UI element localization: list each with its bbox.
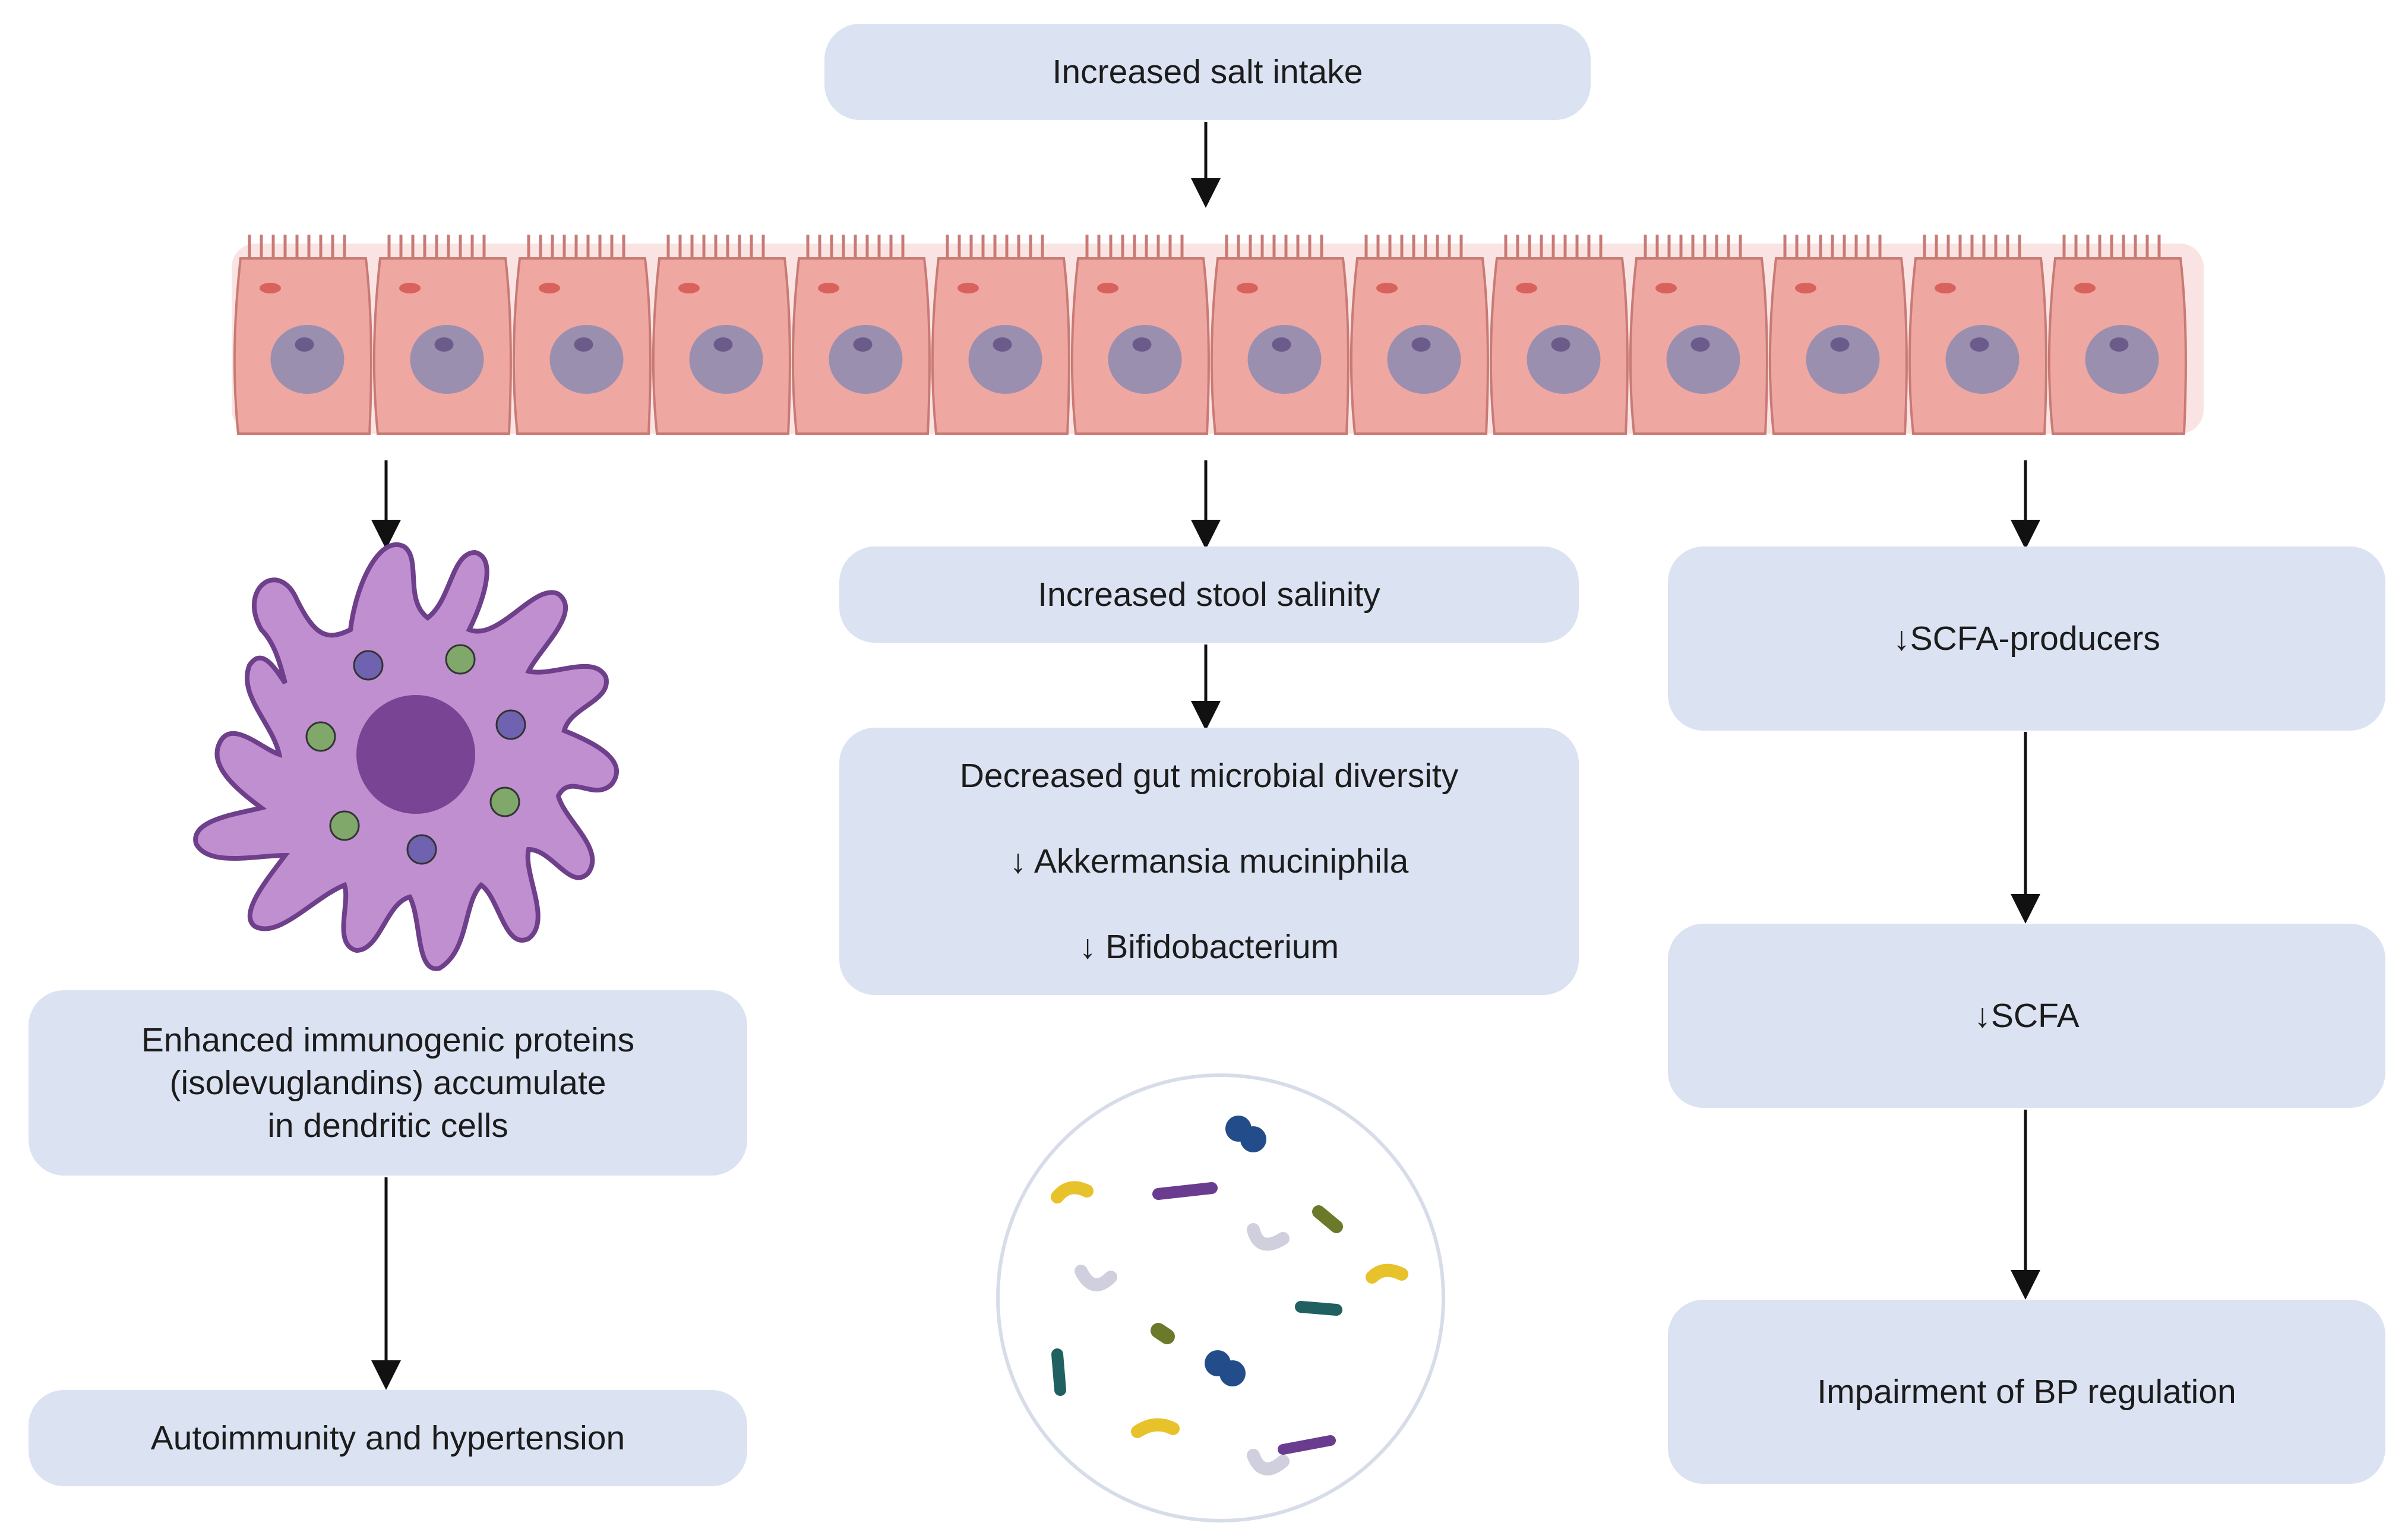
bacteria-rods (1051, 1182, 1343, 1455)
akkermansia-label: ↓ Akkermansia muciniphila (1009, 842, 1409, 880)
epithelium-cell-layer (232, 235, 2204, 435)
epithelial-cell (512, 235, 652, 435)
epithelial-cell (1489, 235, 1629, 435)
box-bp-regulation: Impairment of BP regulation (1668, 1300, 2385, 1484)
bp-regulation-label: Impairment of BP regulation (1817, 1373, 2236, 1411)
box-scfa-producers: ↓SCFA-producers (1668, 546, 2385, 731)
epithelial-cell (1070, 235, 1210, 435)
immunogenic-line-1: Enhanced immunogenic proteins (141, 1021, 635, 1059)
dendritic-nucleus (356, 695, 475, 814)
epithelial-cell (931, 235, 1070, 435)
box-scfa: ↓SCFA (1668, 924, 2385, 1108)
dendritic-cell-icon (193, 542, 619, 971)
scfa-producers-label: ↓SCFA-producers (1893, 620, 2160, 658)
box-immunogenic-proteins: Enhanced immunogenic proteins (isolevugl… (29, 990, 747, 1176)
box-increased-stool-salinity: Increased stool salinity (839, 546, 1579, 643)
bacteria-cocci (1205, 1116, 1266, 1386)
microbial-diversity-label: Decreased gut microbial diversity (959, 757, 1459, 795)
isolevuglandin-particles (305, 644, 526, 865)
epithelial-cell (791, 235, 931, 435)
stool-salinity-label: Increased stool salinity (1038, 576, 1380, 614)
epithelial-cell (1210, 235, 1350, 435)
bifidobacterium-label: ↓ Bifidobacterium (1079, 928, 1339, 966)
scfa-label: ↓SCFA (1974, 997, 2080, 1035)
bacteria-curved-yellow (1051, 1181, 1408, 1438)
box-autoimmunity-hypertension: Autoimmunity and hypertension (29, 1390, 747, 1486)
epithelial-cell (1350, 235, 1489, 435)
epithelial-cell (233, 235, 372, 435)
box-decreased-microbial-diversity: Decreased gut microbial diversity ↓ Akke… (839, 728, 1579, 995)
immunogenic-line-3: in dendritic cells (267, 1107, 508, 1145)
bacteria-curved-white (1075, 1223, 1290, 1476)
epithelial-cell (372, 235, 512, 435)
immunogenic-line-2: (isolevuglandins) accumulate (169, 1064, 606, 1102)
gut-bacteria-dish-icon (996, 1073, 1445, 1522)
box-increased-salt-intake: Increased salt intake (824, 24, 1591, 120)
autoimmunity-label: Autoimmunity and hypertension (150, 1419, 625, 1457)
epithelial-cell (652, 235, 791, 435)
epithelial-cell (1908, 235, 2047, 435)
epithelial-cell (1629, 235, 1768, 435)
salt-intake-label: Increased salt intake (1052, 53, 1363, 91)
epithelial-cell (1768, 235, 1908, 435)
arrows (371, 122, 2040, 1390)
epithelial-cell (2047, 235, 2187, 435)
